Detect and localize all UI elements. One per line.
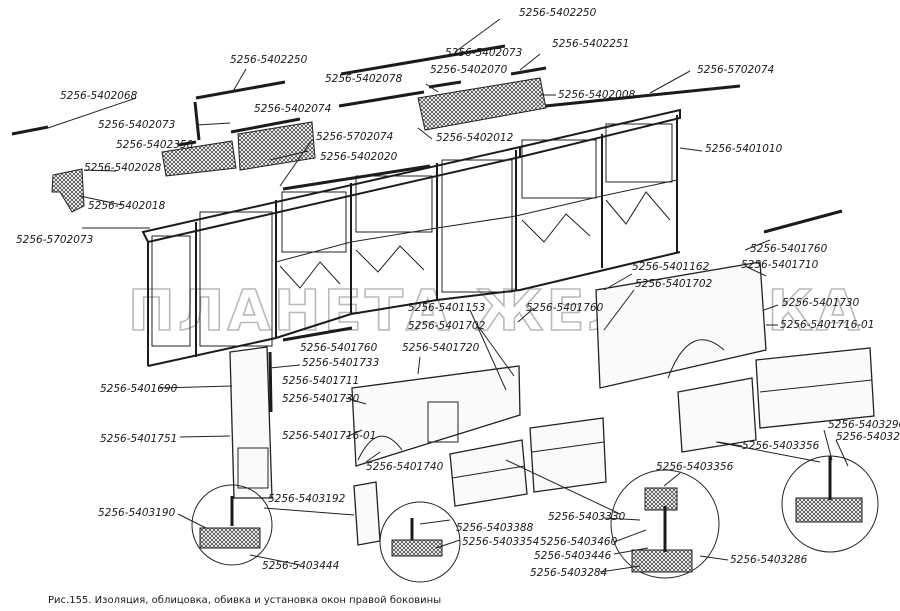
part-label: 5256-5401730 bbox=[282, 393, 360, 405]
part-label: 5256-5403284 bbox=[530, 567, 607, 579]
part-label: 5256-5401711 bbox=[282, 375, 359, 387]
part-label: 5256-5401153 bbox=[408, 302, 485, 314]
window-units bbox=[353, 347, 875, 546]
part-label: 5256-5401702 bbox=[408, 320, 486, 332]
right-lower-panels bbox=[595, 209, 843, 389]
part-label: 5256-5702074 bbox=[697, 64, 774, 76]
part-label: 5256-5403286 bbox=[730, 554, 808, 566]
part-label: 5256-5402070 bbox=[430, 64, 508, 76]
part-label: 5256-5401760 bbox=[526, 302, 604, 314]
part-label: 5256-5401730 bbox=[782, 297, 860, 309]
part-label: 5256-5402350 bbox=[116, 139, 194, 151]
part-label: 5256-5401760 bbox=[750, 243, 828, 255]
part-label: 5256-5401702 bbox=[635, 278, 713, 290]
part-label: 5256-5401162 bbox=[632, 261, 710, 273]
part-label: 5256-5402028 bbox=[84, 162, 162, 174]
leader-lines bbox=[47, 18, 849, 573]
part-label: 5256-5402251 bbox=[552, 38, 629, 50]
part-label: 5256-5403356 bbox=[656, 461, 734, 473]
part-label: 5256-5401716-01 bbox=[780, 319, 874, 331]
part-label: 5256-5702073 bbox=[16, 234, 93, 246]
part-label: 5256-5702074 bbox=[316, 131, 393, 143]
part-label: 5256-5402078 bbox=[325, 73, 403, 85]
part-label: 5256-5401716-01 bbox=[282, 430, 376, 442]
part-label: 5256-5402008 bbox=[558, 89, 636, 101]
part-label: 5256-5401710 bbox=[741, 259, 819, 271]
part-label: 5256-5402250 bbox=[230, 54, 308, 66]
part-label: 5256-5403192 bbox=[268, 493, 346, 505]
part-label: 5256-5403288 bbox=[836, 431, 900, 443]
figure-caption: Рис.155. Изоляция, облицовка, обивка и у… bbox=[48, 595, 441, 606]
part-label: 5256-5401740 bbox=[366, 461, 444, 473]
part-label: 5256-5401010 bbox=[705, 143, 783, 155]
part-label: 5256-5401720 bbox=[402, 342, 480, 354]
part-label: 5256-5401733 bbox=[302, 357, 379, 369]
part-label: 5256-5403330 bbox=[548, 511, 626, 523]
part-label: 5256-5403190 bbox=[98, 507, 176, 519]
part-label: 5256-5402012 bbox=[436, 132, 514, 144]
part-label: 5256-5402250 bbox=[519, 7, 597, 19]
part-label: 5256-5403388 bbox=[456, 522, 534, 534]
part-label: 5256-5403460 bbox=[540, 536, 618, 548]
part-label: 5256-5401690 bbox=[100, 383, 178, 395]
part-label: 5256-5403354 bbox=[462, 536, 539, 548]
part-label: 5256-5402074 bbox=[254, 103, 331, 115]
section-detail-callouts bbox=[191, 455, 879, 583]
part-label: 5256-5401751 bbox=[100, 433, 177, 445]
part-label: 5256-5402068 bbox=[60, 90, 138, 102]
part-label: 5256-5402073 bbox=[445, 47, 522, 59]
side-frame bbox=[141, 108, 681, 367]
part-label: 5256-5402018 bbox=[88, 200, 166, 212]
part-label: 5256-5402020 bbox=[320, 151, 398, 163]
left-lower-panels bbox=[229, 326, 521, 499]
part-label: 5256-5403356 bbox=[742, 440, 820, 452]
part-label: 5256-5402073 bbox=[98, 119, 175, 131]
part-label: 5256-5403446 bbox=[534, 550, 612, 562]
part-label: 5256-5401760 bbox=[300, 342, 378, 354]
part-label: 5256-5403290 bbox=[828, 419, 900, 431]
part-labels: 5256-5402250 5256-5402250 5256-5402073 5… bbox=[16, 7, 900, 579]
part-label: 5256-5403444 bbox=[262, 560, 339, 572]
